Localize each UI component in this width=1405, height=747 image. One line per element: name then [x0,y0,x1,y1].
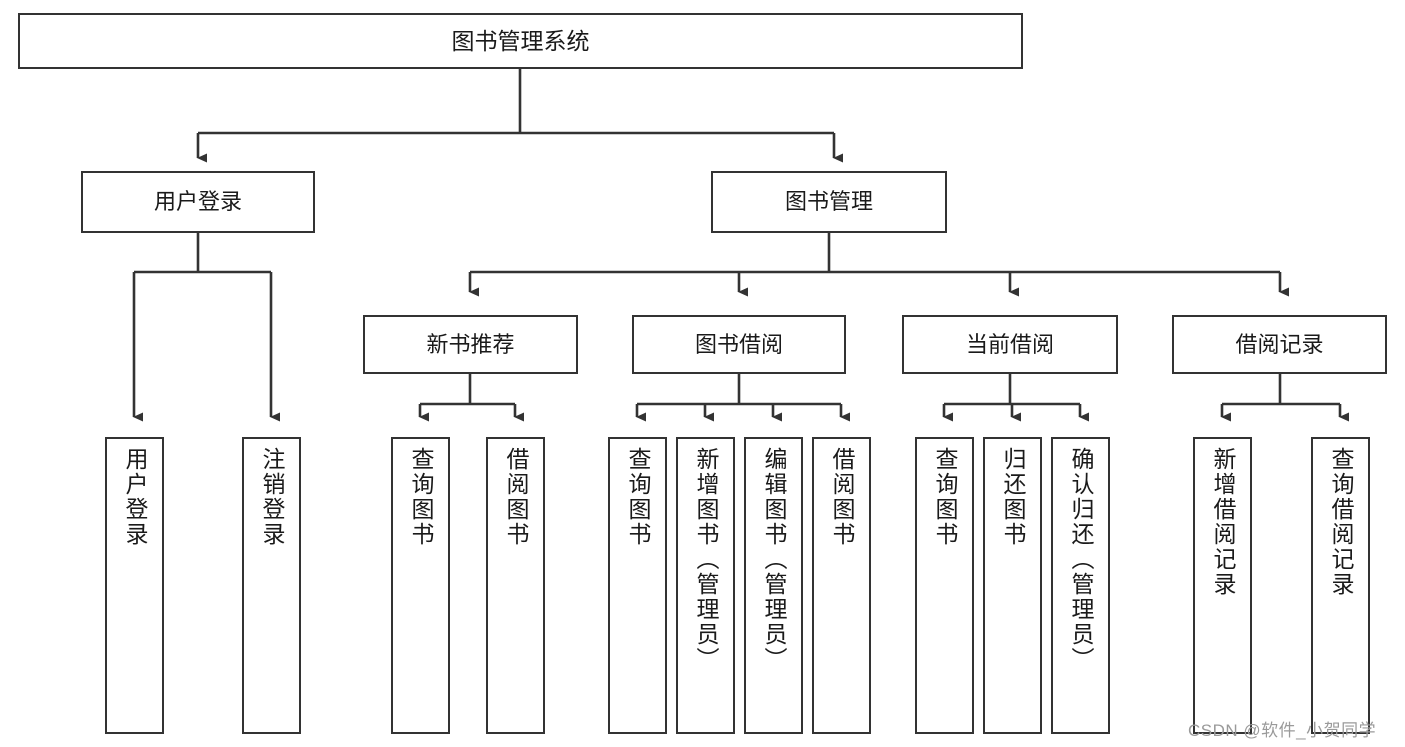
node-label: 查询借阅记录 [1328,447,1354,597]
node-label: 查询图书 [625,447,651,547]
node-user-login[interactable]: 用户登录 [81,171,315,233]
node-book-management[interactable]: 图书管理 [711,171,947,233]
node-leaf-add-book[interactable]: 新增图书（管理员） [676,437,735,734]
node-label: 新书推荐 [426,331,515,357]
node-book-management-system[interactable]: 图书管理系统 [18,13,1023,69]
node-label: 查询图书 [408,447,434,547]
node-label: 编辑图书（管理员） [761,447,787,672]
node-label: 借阅图书 [829,447,855,547]
node-leaf-user-login[interactable]: 用户登录 [105,437,164,734]
node-label: 查询图书 [932,447,958,547]
node-current-borrow[interactable]: 当前借阅 [902,315,1118,374]
node-label: 图书管理 [784,189,873,215]
node-leaf-add-borrow-record[interactable]: 新增借阅记录 [1193,437,1252,734]
node-label: 借阅记录 [1235,331,1324,357]
node-leaf-query-book-recommend[interactable]: 查询图书 [391,437,450,734]
node-leaf-query-book-current[interactable]: 查询图书 [915,437,974,734]
node-leaf-borrow-book-recommend[interactable]: 借阅图书 [486,437,545,734]
node-book-borrow[interactable]: 图书借阅 [632,315,846,374]
node-leaf-query-borrow-record[interactable]: 查询借阅记录 [1311,437,1370,734]
node-leaf-borrow-book[interactable]: 借阅图书 [812,437,871,734]
node-leaf-return-book[interactable]: 归还图书 [983,437,1042,734]
node-borrow-record[interactable]: 借阅记录 [1172,315,1387,374]
node-label: 归还图书 [1000,447,1026,547]
node-label: 新增借阅记录 [1210,447,1236,597]
node-label: 新增图书（管理员） [693,447,719,672]
node-label: 确认归还（管理员） [1068,447,1094,672]
node-label: 图书借阅 [694,331,783,357]
node-leaf-confirm-return[interactable]: 确认归还（管理员） [1051,437,1110,734]
node-label: 用户登录 [153,189,242,215]
node-leaf-user-logout[interactable]: 注销登录 [242,437,301,734]
node-label: 借阅图书 [503,447,529,547]
node-label: 用户登录 [122,447,148,547]
node-new-book-recommend[interactable]: 新书推荐 [363,315,578,374]
node-label: 图书管理系统 [451,27,590,54]
node-label: 注销登录 [259,447,285,547]
node-label: 当前借阅 [965,331,1054,357]
node-leaf-query-book-borrow[interactable]: 查询图书 [608,437,667,734]
node-leaf-edit-book[interactable]: 编辑图书（管理员） [744,437,803,734]
